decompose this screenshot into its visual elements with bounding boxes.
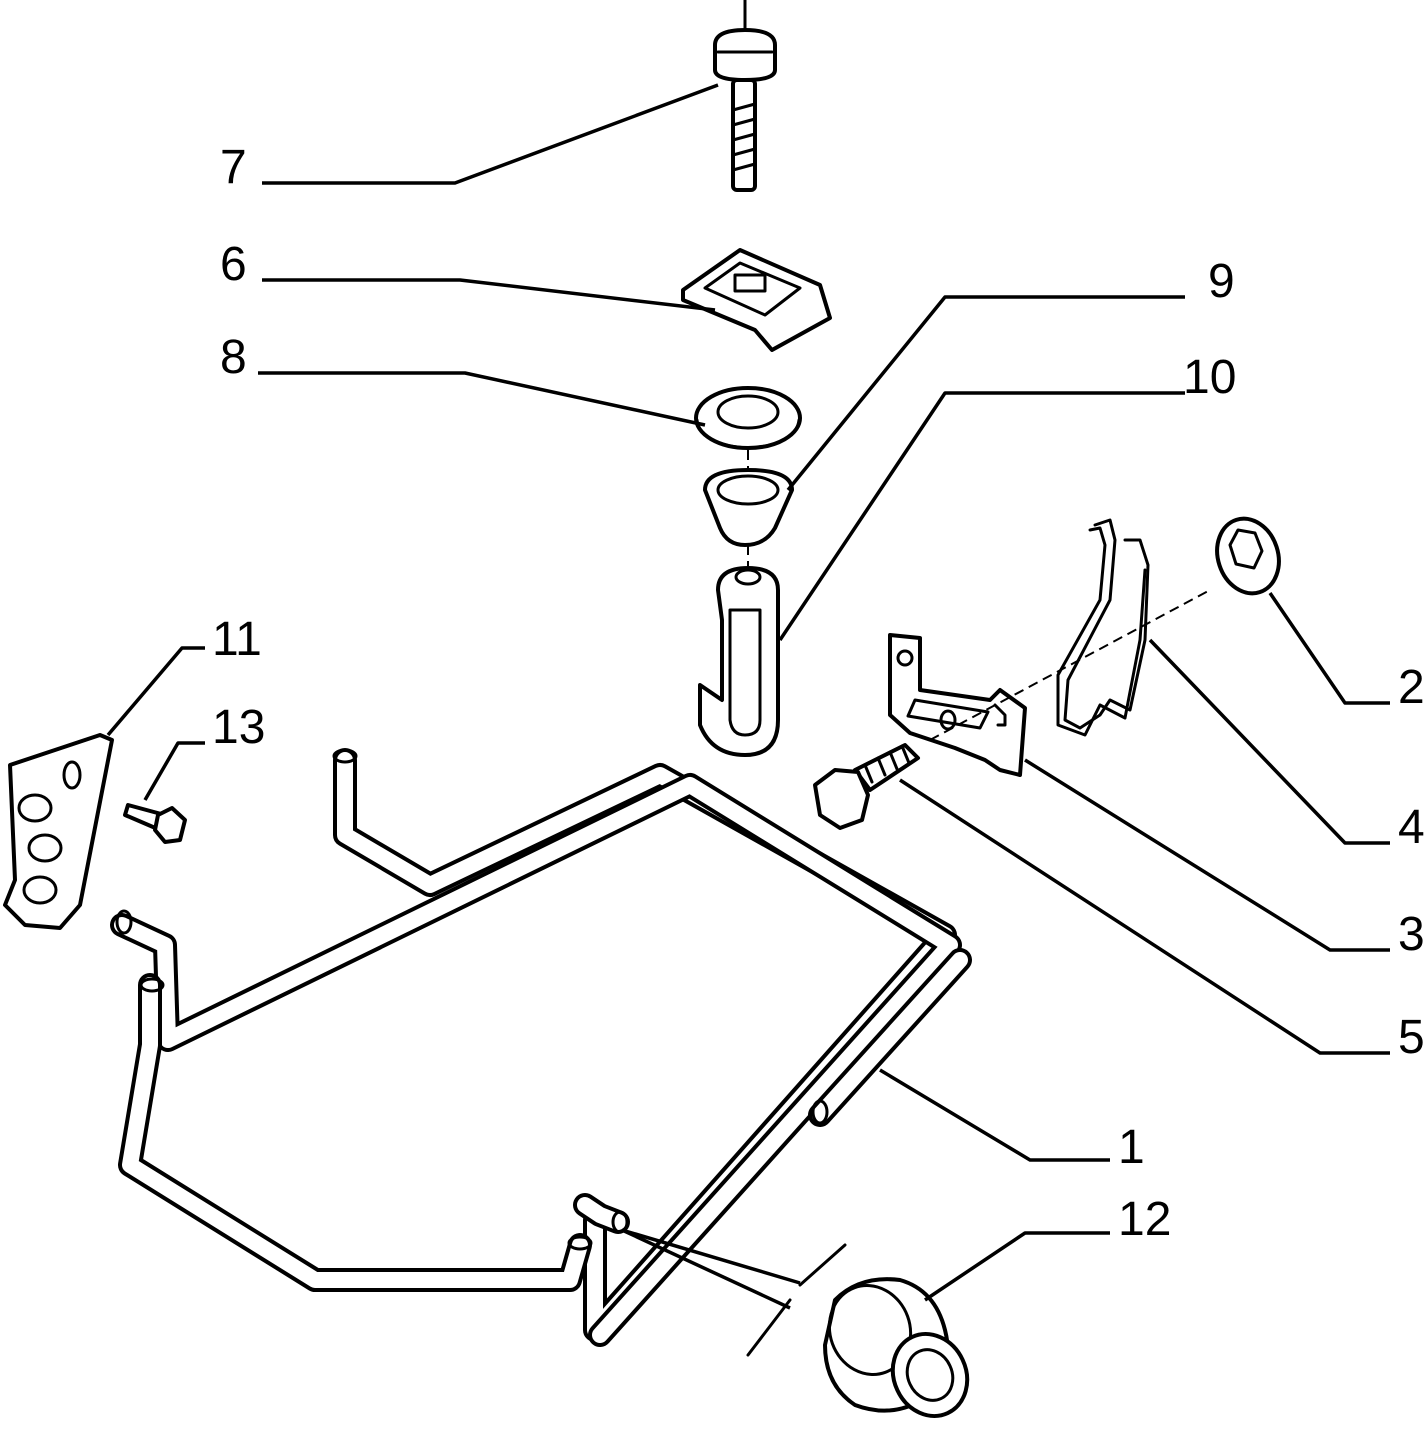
assembly-axis (747, 450, 1211, 741)
callout-12: 12 (1118, 1193, 1171, 1246)
leader-12 (924, 1231, 1110, 1302)
leader-2 (1268, 592, 1390, 705)
part-12-bumper (823, 1277, 970, 1418)
part-13-small-bolt (123, 803, 187, 844)
part-10-j-hook (698, 566, 780, 757)
leader-11 (106, 646, 205, 737)
callout-13: 13 (212, 701, 265, 754)
leader-10 (778, 391, 1185, 641)
break-lines (746, 1243, 847, 1357)
callout-6: 6 (220, 238, 247, 291)
callout-labels: 7 6 8 9 10 11 13 2 4 3 5 1 12 (212, 141, 1425, 1246)
part-7-screw (713, 0, 777, 192)
part-3-bracket (888, 633, 1027, 777)
leader-13 (143, 741, 205, 801)
part-8-washer (694, 386, 802, 450)
leader-3 (1024, 758, 1390, 952)
callout-8: 8 (220, 331, 247, 384)
leader-1 (879, 1068, 1110, 1162)
leader-1c (621, 1228, 791, 1310)
part-2-nut (1215, 516, 1281, 596)
leader-4 (1148, 638, 1390, 845)
leader-lines (106, 83, 1390, 1310)
leader-6 (262, 278, 716, 312)
part-5-hex-bolt (813, 743, 920, 830)
callout-7: 7 (220, 141, 247, 194)
callout-1: 1 (1118, 1121, 1145, 1174)
leader-9 (786, 295, 1185, 492)
part-6-clip-plate (681, 248, 832, 352)
callout-11: 11 (212, 613, 262, 666)
callout-5: 5 (1398, 1011, 1425, 1064)
callout-10: 10 (1183, 351, 1236, 404)
part-11-mounting-plate (3, 733, 114, 930)
part-9-grommet (703, 468, 794, 547)
callout-3: 3 (1398, 908, 1425, 961)
part-4-spring-clip (1056, 518, 1150, 737)
leader-1b (621, 1228, 801, 1285)
part-1-tube-frame (110, 748, 972, 1347)
callout-9: 9 (1208, 255, 1235, 308)
callout-4: 4 (1398, 801, 1425, 854)
leader-5 (899, 778, 1390, 1055)
leader-7 (262, 83, 719, 185)
leader-8 (258, 371, 706, 427)
callout-2: 2 (1398, 661, 1425, 714)
